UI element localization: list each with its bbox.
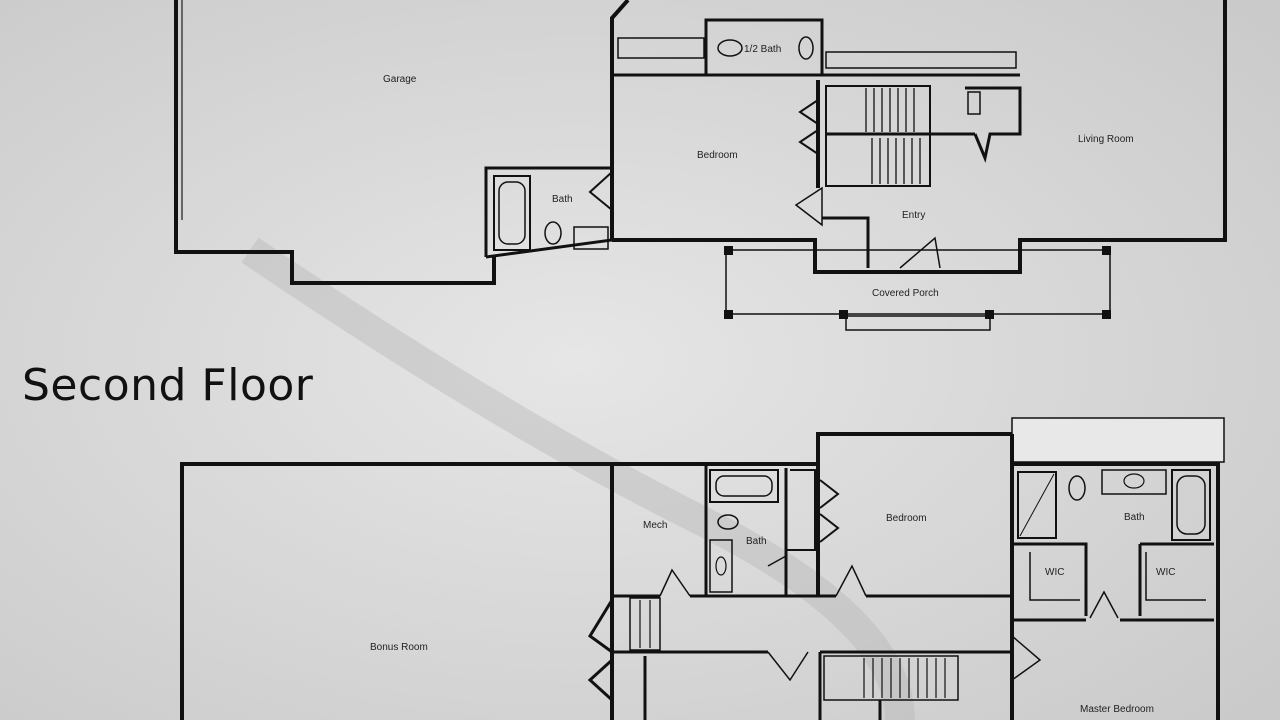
hall-closet-lines: [639, 600, 651, 648]
second-sink: [709, 539, 733, 593]
entry-closet: [822, 216, 870, 268]
label-wic-right: WIC: [1156, 567, 1175, 578]
label-bedroom-first: Bedroom: [697, 150, 738, 161]
coat-closet: [965, 86, 1022, 164]
label-covered-porch: Covered Porch: [872, 288, 939, 299]
bathtub: [493, 175, 531, 251]
master-toilet: [1068, 475, 1086, 501]
label-entry: Entry: [902, 210, 925, 221]
closet-door-marks: [798, 99, 819, 155]
closet-shelf: [967, 91, 981, 115]
mech-door: [659, 568, 691, 597]
label-garage: Garage: [383, 74, 417, 85]
house-rear-wall: [612, 0, 1227, 274]
label-master-bath: Bath: [1124, 512, 1145, 523]
second-bathtub: [709, 469, 779, 503]
label-bath-first: Bath: [552, 194, 573, 205]
bath-sink: [573, 226, 609, 250]
master-bath-door: [1089, 590, 1119, 619]
master-tub-inner: [1176, 475, 1206, 535]
linen-closet: [786, 469, 818, 551]
hall-closet: [629, 597, 661, 651]
toilet: [544, 221, 562, 245]
porch-step: [845, 315, 991, 331]
house-walls-first: [610, 0, 630, 240]
master-sink: [1123, 473, 1145, 489]
second-floor-plan: [180, 417, 1225, 720]
wic-left-walls: [1029, 552, 1080, 601]
second-toilet: [717, 514, 739, 530]
lower-rooms-wall: [587, 650, 1010, 720]
half-bath-sink: [798, 36, 814, 60]
label-bath-second: Bath: [746, 536, 767, 547]
stair-treads-first: [865, 88, 921, 184]
bedroom2-closet-doors: [819, 479, 840, 543]
bedroom2-door: [835, 564, 867, 597]
label-bedroom-second: Bedroom: [886, 513, 927, 524]
shower-diagonal: [1019, 473, 1055, 537]
label-half-bath: 1/2 Bath: [744, 44, 781, 55]
label-living-room: Living Room: [1078, 134, 1134, 145]
half-bath-walls: [704, 18, 824, 77]
stairs-second: [823, 655, 959, 701]
label-bonus-room: Bonus Room: [370, 642, 428, 653]
roof-overhang: [1011, 417, 1225, 463]
shower: [1017, 471, 1057, 539]
paper-crease: [241, 237, 915, 720]
half-bath-toilet: [717, 39, 743, 57]
label-mech: Mech: [643, 520, 667, 531]
bathtub-inner: [498, 181, 526, 245]
hall-door: [767, 651, 809, 682]
stair-treads-second: [863, 658, 946, 698]
garage-walls: [174, 0, 496, 285]
covered-porch-outline: [725, 249, 1111, 315]
first-floor-plan: [174, 0, 1227, 331]
hall-walls: [587, 599, 768, 654]
second-sink-bowl: [715, 556, 727, 576]
bath-door: [588, 171, 613, 211]
master-bedroom-door: [1011, 635, 1042, 681]
section-title: Second Floor: [22, 360, 314, 411]
entry-door-swing: [899, 236, 941, 269]
label-wic-left: WIC: [1045, 567, 1064, 578]
master-vanity: [1101, 469, 1167, 495]
bath-door-second: [767, 554, 787, 594]
stairs-box: [825, 85, 931, 187]
entry-closet-door: [794, 186, 823, 227]
porch-columns: [724, 246, 1111, 319]
label-master-bedroom: Master Bedroom: [1080, 704, 1154, 715]
wic-right-walls: [1145, 552, 1206, 601]
master-bath-walls: [1014, 542, 1214, 616]
second-bathtub-inner: [715, 475, 773, 497]
master-tub: [1171, 469, 1211, 541]
bonus-room-walls: [180, 462, 614, 720]
counter-right: [825, 51, 1017, 69]
counter-left: [617, 37, 705, 59]
